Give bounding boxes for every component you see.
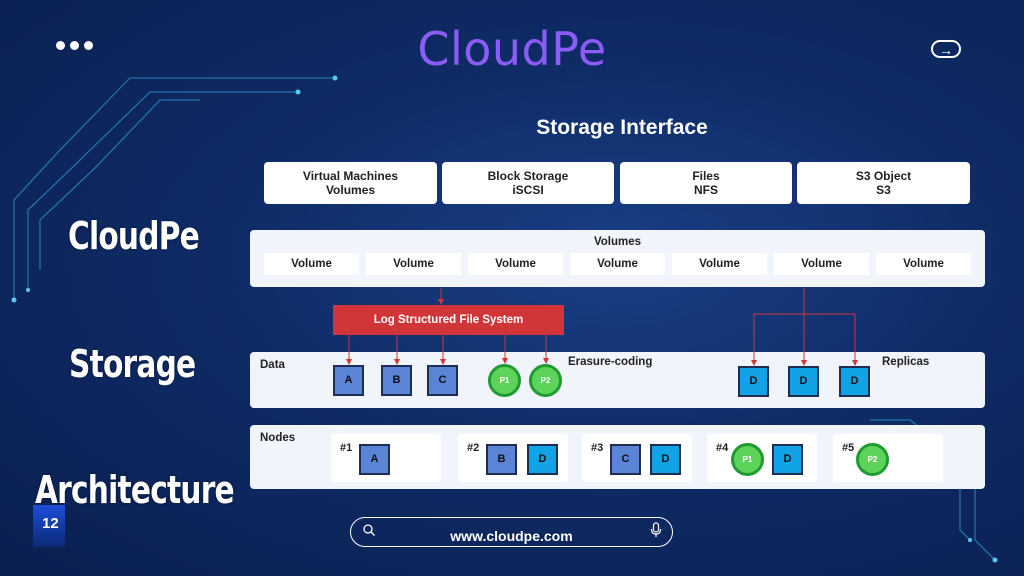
- menu-dots-icon[interactable]: [56, 41, 93, 50]
- search-bar[interactable]: [350, 517, 673, 547]
- arrow-right-icon[interactable]: →: [931, 40, 961, 58]
- interface-box-files: Files NFS: [620, 162, 792, 204]
- microphone-icon[interactable]: [650, 522, 662, 543]
- parity-block-p2: P2: [529, 364, 562, 397]
- erasure-coding-label: Erasure-coding: [568, 356, 653, 368]
- side-title-cloudpe: CloudPe: [68, 214, 200, 258]
- interface-line1: S3 Object: [855, 169, 912, 183]
- node-block-a: A: [359, 444, 390, 475]
- volume-box: Volume: [264, 253, 359, 275]
- nodes-label: Nodes: [260, 432, 296, 444]
- volume-box: Volume: [876, 253, 971, 275]
- node-id: #1: [340, 442, 353, 454]
- parity-block-p1: P1: [488, 364, 521, 397]
- interface-line2: iSCSI: [512, 183, 544, 197]
- diagram-title: Storage Interface: [536, 116, 708, 139]
- node-block-p1: P1: [731, 443, 764, 476]
- search-icon[interactable]: [362, 523, 376, 542]
- data-block-a: A: [333, 365, 364, 396]
- volumes-title: Volumes: [593, 236, 642, 248]
- node-block-b: B: [486, 444, 517, 475]
- data-label: Data: [260, 359, 285, 371]
- log-structured-fs-bar: Log Structured File System: [333, 305, 564, 335]
- volume-box: Volume: [366, 253, 461, 275]
- interface-line1: Files: [692, 169, 720, 183]
- brand-title: CloudPe: [417, 22, 607, 76]
- node-block-c: C: [610, 444, 641, 475]
- interface-box-block: Block Storage iSCSI: [442, 162, 614, 204]
- replica-block-d: D: [788, 366, 819, 397]
- interface-line1: Block Storage: [487, 169, 569, 183]
- volume-box: Volume: [468, 253, 563, 275]
- volume-box: Volume: [570, 253, 665, 275]
- replicas-label: Replicas: [882, 356, 930, 368]
- interface-box-vm: Virtual Machines Volumes: [264, 162, 437, 204]
- node-id: #3: [591, 442, 604, 454]
- interface-box-s3: S3 Object S3: [797, 162, 970, 204]
- volume-box: Volume: [774, 253, 869, 275]
- replica-block-d: D: [839, 366, 870, 397]
- node-block-d: D: [527, 444, 558, 475]
- node-block-p2: P2: [856, 443, 889, 476]
- data-block-b: B: [381, 365, 412, 396]
- page-number: 12: [33, 505, 65, 547]
- node-id: #2: [467, 442, 480, 454]
- interface-line2: Volumes: [325, 183, 376, 197]
- node-id: #5: [842, 442, 855, 454]
- interface-line1: Virtual Machines: [302, 169, 399, 183]
- node-id: #4: [716, 442, 729, 454]
- search-text: www.cloudpe.com: [450, 528, 573, 544]
- node-block-d: D: [650, 444, 681, 475]
- replica-block-d: D: [738, 366, 769, 397]
- interface-line2: S3: [876, 183, 891, 197]
- volume-box: Volume: [672, 253, 767, 275]
- interface-line2: NFS: [694, 183, 718, 197]
- node-block-d: D: [772, 444, 803, 475]
- side-title-storage: Storage: [69, 342, 196, 386]
- side-title-architecture: Architecture: [35, 468, 235, 512]
- data-block-c: C: [427, 365, 458, 396]
